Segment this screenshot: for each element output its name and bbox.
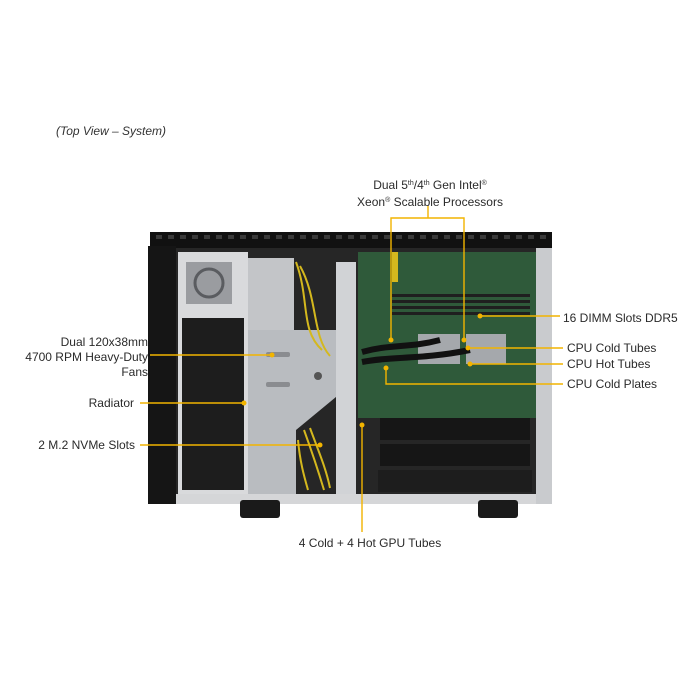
fans-label: Dual 120x38mm 4700 RPM Heavy-Duty Fans [25, 335, 148, 379]
dimm-slots-label: 16 DIMM Slots DDR5 [563, 311, 678, 325]
view-caption: (Top View – System) [56, 124, 167, 138]
m2-slots-label: 2 M.2 NVMe Slots [38, 438, 135, 452]
radiator-label: Radiator [88, 396, 134, 410]
cpu-cold-tubes-label: CPU Cold Tubes [567, 341, 657, 355]
processors-label: Dual 5th/4th Gen Intel® Xeon® Scalable P… [357, 178, 503, 209]
gpu-tubes-label: 4 Cold + 4 Hot GPU Tubes [298, 536, 442, 550]
motherboard [358, 252, 536, 492]
fan-bracket [248, 258, 356, 494]
cpu-hot-tubes-label: CPU Hot Tubes [567, 357, 651, 371]
callout-lines [140, 206, 563, 532]
callout-dots [241, 313, 483, 448]
radiator [178, 252, 248, 494]
cpu-cold-plates-label: CPU Cold Plates [567, 377, 658, 391]
